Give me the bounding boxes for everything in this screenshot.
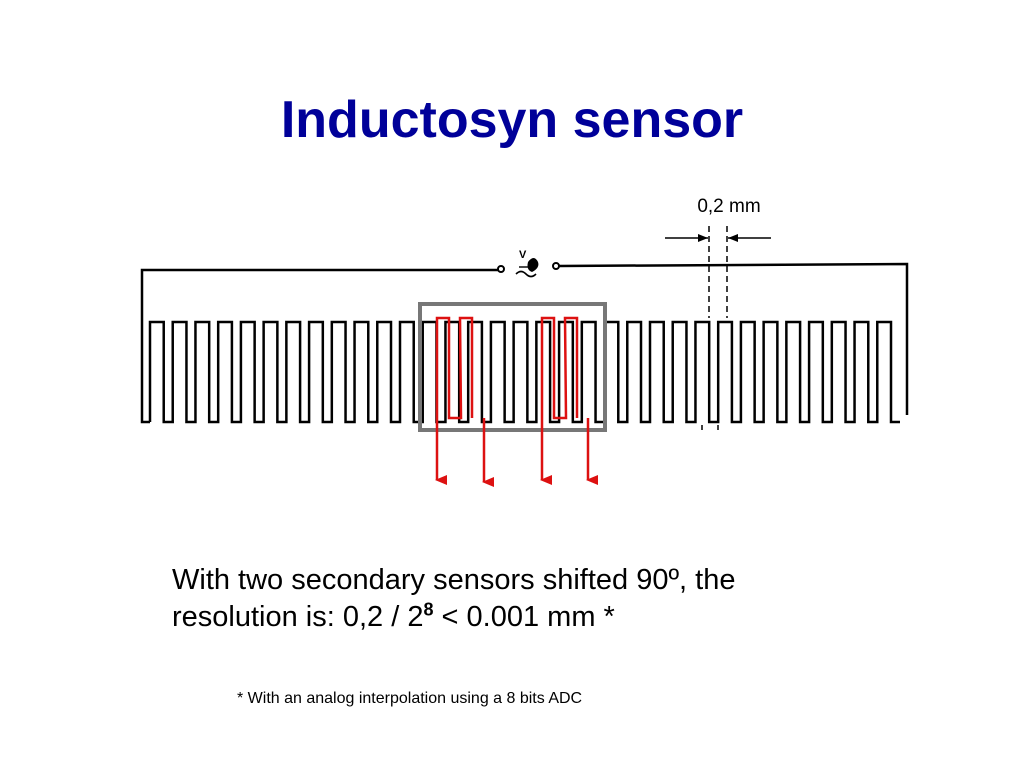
primary-feed-wire-left xyxy=(140,268,498,424)
ac-source-icon: V xyxy=(515,249,539,278)
terminal-right xyxy=(552,262,560,270)
output-arrows xyxy=(435,418,598,487)
primary-feed-wire-right xyxy=(558,262,909,415)
pitch-label: 0,2 mm xyxy=(697,196,760,217)
caption-exponent: 8 xyxy=(423,599,434,620)
resolution-caption: With two secondary sensors shifted 90º, … xyxy=(172,562,872,636)
slider-frame xyxy=(418,302,607,432)
caption-line-2-suffix: < 0.001 mm * xyxy=(433,601,615,633)
caption-line-2-prefix: resolution is: 0,2 / 2 xyxy=(172,601,424,633)
primary-scale-winding xyxy=(148,320,900,424)
secondary-sensor-b xyxy=(540,316,579,420)
secondary-sensor-a xyxy=(435,316,474,420)
caption-line-2: resolution is: 0,2 / 28 < 0.001 mm * xyxy=(172,599,872,636)
terminal-left xyxy=(497,265,505,273)
source-label: V xyxy=(519,249,527,261)
footnote: * With an analog interpolation using a 8… xyxy=(237,690,583,707)
pitch-dimension: 0,2 mm xyxy=(665,196,771,430)
caption-line-1: With two secondary sensors shifted 90º, … xyxy=(172,564,736,596)
slide-title: Inductosyn sensor xyxy=(280,91,744,149)
